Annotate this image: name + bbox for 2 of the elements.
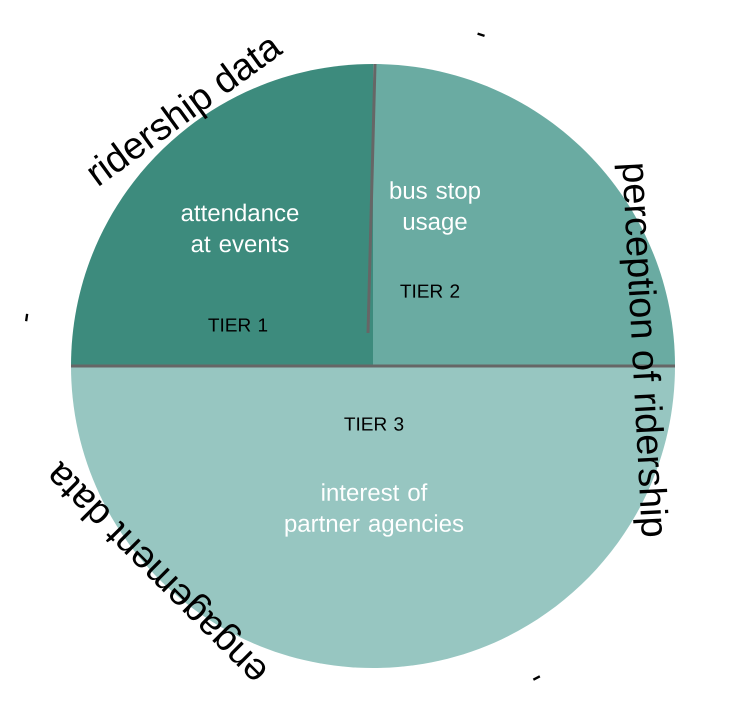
curved-label: - (24, 314, 28, 322)
curved-label: perception of ridership (614, 164, 668, 536)
